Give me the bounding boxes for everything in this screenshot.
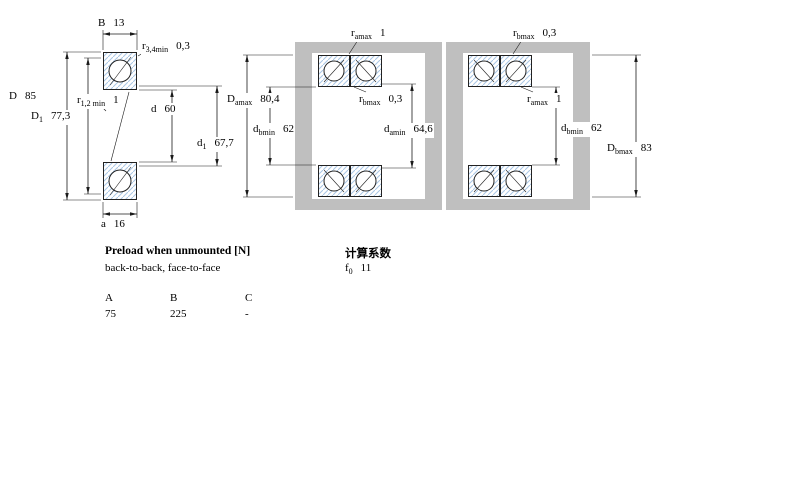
dim-symbol: r (142, 40, 146, 52)
dim-value: 85 (24, 90, 36, 102)
dim-symbol: d (384, 123, 390, 135)
dim-label-Damax: Damax 80,4 (226, 93, 281, 108)
dim-value: 62 (590, 122, 602, 134)
dim-label-rbmax-btb: rbmax 0,3 (358, 93, 404, 108)
calculation-title: 计算系数 (345, 248, 391, 260)
dim-subscript: 1 (38, 115, 43, 125)
preload-subtitle: back-to-back, face-to-face (105, 262, 221, 274)
dim-symbol: r (351, 27, 355, 39)
bearing-drawing-canvas (63, 30, 641, 218)
dim-symbol: D (227, 93, 235, 105)
f0-value: 11 (360, 262, 372, 274)
dim-symbol: D (9, 90, 17, 102)
dim-label-D1: D1 77,3 (30, 110, 72, 125)
dim-label-dbmin-btb: dbmin 62 (252, 123, 295, 138)
preload-col-header-a: A (105, 292, 113, 304)
dim-subscript: bmax (614, 147, 633, 157)
dim-label-B: B 13 (97, 17, 126, 30)
dim-subscript: amin (389, 128, 406, 138)
preload-title: Preload when unmounted [N] (105, 245, 251, 257)
dim-subscript: amax (530, 98, 548, 108)
dim-symbol: D (607, 142, 615, 154)
dim-subscript: 1,2 min (80, 99, 106, 109)
dim-value: 80,4 (260, 93, 280, 105)
dim-subscript: 1 (202, 142, 207, 152)
dim-label-r12min: r1,2 min 1 (76, 94, 120, 109)
dim-subscript: amax (354, 32, 372, 42)
dim-symbol: d (151, 103, 157, 115)
dim-label-rbmax-ftf: rbmax 0,3 (512, 27, 558, 42)
dim-subscript: amax (234, 98, 253, 108)
dim-label-d: d 60 (150, 103, 177, 116)
dim-symbol: r (513, 27, 517, 39)
dim-symbol: d (197, 137, 203, 149)
dim-symbol: r (77, 94, 81, 106)
preload-value-b: 225 (170, 308, 187, 320)
dim-label-D: D 85 (8, 90, 37, 103)
dim-label-d1: d1 67,7 (196, 137, 235, 152)
face-to-face-diagram (446, 39, 641, 210)
f0-label: f0 11 (345, 262, 371, 276)
dim-label-r34min: r3,4min 0,3 (141, 40, 191, 55)
dim-value: 83 (640, 142, 652, 154)
dim-symbol: B (98, 17, 106, 29)
dim-label-Dbmax: Dbmax 83 (606, 142, 653, 157)
dim-label-ramax-ftf: ramax 1 (526, 93, 563, 108)
dim-subscript: bmin (258, 128, 275, 138)
preload-col-header-c: C (245, 292, 253, 304)
dim-subscript: bmin (566, 127, 583, 137)
preload-value-c: - (245, 308, 249, 320)
dim-value: 13 (113, 17, 125, 29)
preload-value-a: 75 (105, 308, 116, 320)
dim-value: 0,3 (542, 27, 557, 39)
dim-value: 1 (113, 94, 119, 106)
dim-subscript: bmax (362, 98, 381, 108)
single-bearing-diagram (63, 30, 222, 218)
dim-value: 64,6 (413, 123, 433, 135)
dim-symbol: d (253, 123, 259, 135)
dim-label-dbmin-ftf: dbmin 62 (560, 122, 603, 137)
dim-symbol: d (561, 122, 567, 134)
dim-label-ramax-btb: ramax 1 (350, 27, 387, 42)
dim-value: 0,3 (176, 40, 190, 52)
dim-subscript: bmax (516, 32, 535, 42)
dim-symbol: r (359, 93, 363, 105)
dim-subscript: 3,4min (145, 45, 169, 55)
dim-symbol: r (527, 93, 531, 105)
dim-value: 77,3 (50, 110, 71, 122)
f0-subscript: 0 (348, 267, 353, 277)
dim-value: 0,3 (388, 93, 403, 105)
f0-symbol: f (345, 262, 349, 274)
dim-value: 16 (113, 218, 125, 230)
dim-value: 60 (164, 103, 176, 115)
preload-col-header-b: B (170, 292, 178, 304)
dim-value: 1 (380, 27, 386, 39)
dim-symbol: D (31, 110, 39, 122)
dim-value: 62 (282, 123, 294, 135)
dim-value: 67,7 (214, 137, 234, 149)
dim-label-damin: damin 64,6 (383, 123, 434, 138)
dim-label-a: a 16 (100, 218, 126, 231)
dim-symbol: a (101, 218, 106, 230)
dim-value: 1 (556, 93, 562, 105)
